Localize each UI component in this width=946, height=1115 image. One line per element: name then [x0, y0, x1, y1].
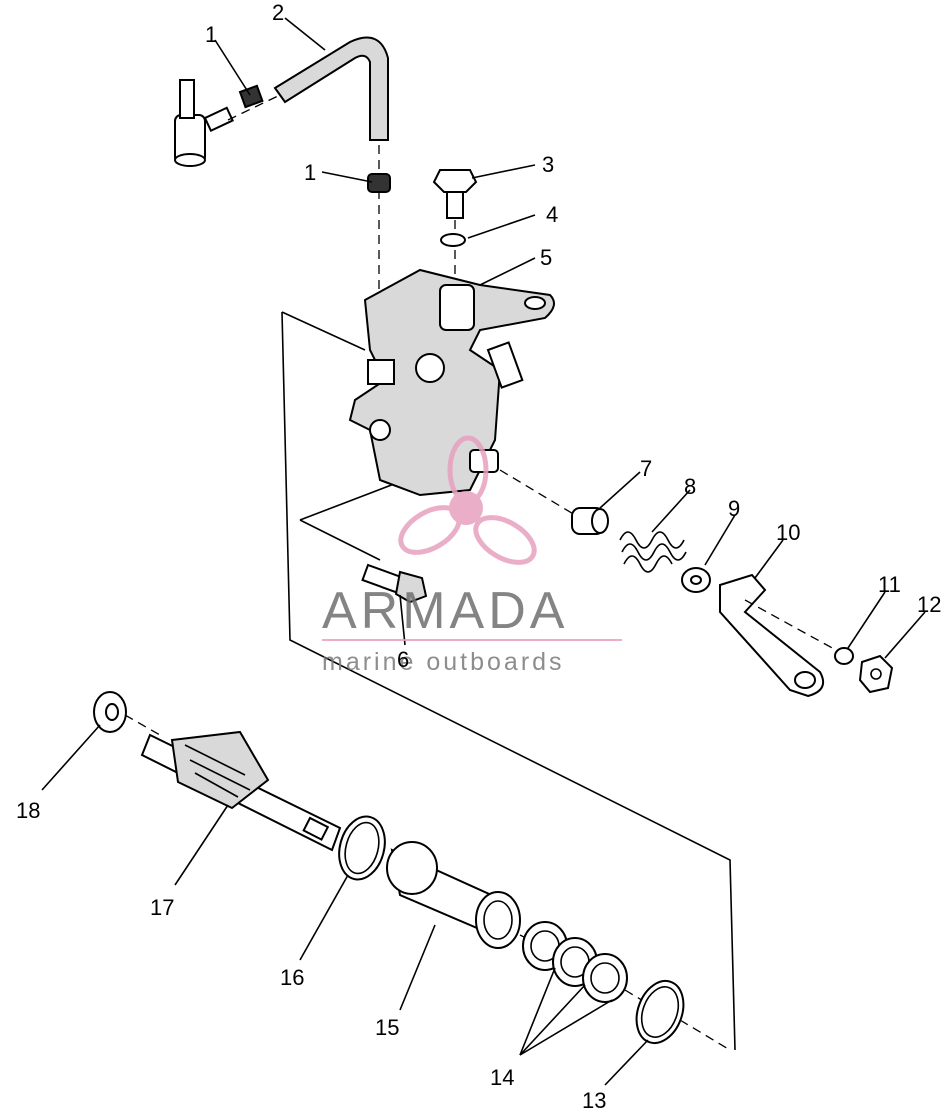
sleeve-part	[499, 469, 609, 535]
callout-8: 8	[684, 474, 696, 499]
watermark-brand: ARMADA	[322, 582, 568, 640]
washer-part-11	[834, 647, 854, 665]
callout-6: 6	[397, 647, 409, 672]
spring-part	[619, 531, 687, 573]
callout-7: 7	[640, 456, 652, 481]
screw-part	[432, 169, 478, 285]
nut-part	[858, 654, 894, 694]
callout-11: 11	[878, 572, 901, 597]
oil-pump-body	[348, 268, 555, 497]
bushing-part	[386, 841, 561, 956]
bolt-part	[361, 563, 428, 604]
callout-13: 13	[582, 1088, 606, 1110]
callout-10: 10	[776, 520, 800, 545]
callout-2: 2	[272, 0, 284, 25]
washers-part-14	[522, 921, 651, 1006]
assembly-frame	[281, 311, 736, 1051]
callout-1b: 1	[304, 160, 316, 185]
lever-part	[719, 573, 846, 698]
callout-17: 17	[150, 895, 174, 920]
fitting-part	[174, 79, 281, 167]
callout-5: 5	[540, 245, 552, 270]
callout-14: 14	[490, 1065, 514, 1090]
washer-part-9	[681, 567, 711, 593]
callout-16: 16	[280, 965, 304, 990]
callout-labels: 1 2 1 3 4 5 6 7 8 9 10 11 12 13 14 15 16…	[16, 0, 941, 1113]
watermark-tagline: marine outboards	[322, 648, 565, 676]
o-ring-part-13	[635, 980, 731, 1051]
callout-1a: 1	[205, 22, 217, 47]
washer-part-18	[93, 691, 161, 736]
watermark: ARMADA marine outboards	[322, 435, 622, 676]
o-ring-part-16	[338, 815, 386, 881]
callout-15: 15	[375, 1015, 399, 1040]
clip-part	[367, 173, 391, 193]
washer-part-4	[440, 233, 466, 247]
callout-9: 9	[728, 496, 740, 521]
propeller-icon	[398, 435, 537, 565]
callout-4: 4	[546, 202, 558, 227]
callout-3: 3	[542, 152, 554, 177]
leader-lines	[41, 17, 926, 1086]
callout-12: 12	[917, 592, 941, 617]
driven-gear-shaft	[140, 730, 342, 852]
callout-18: 18	[16, 798, 40, 823]
